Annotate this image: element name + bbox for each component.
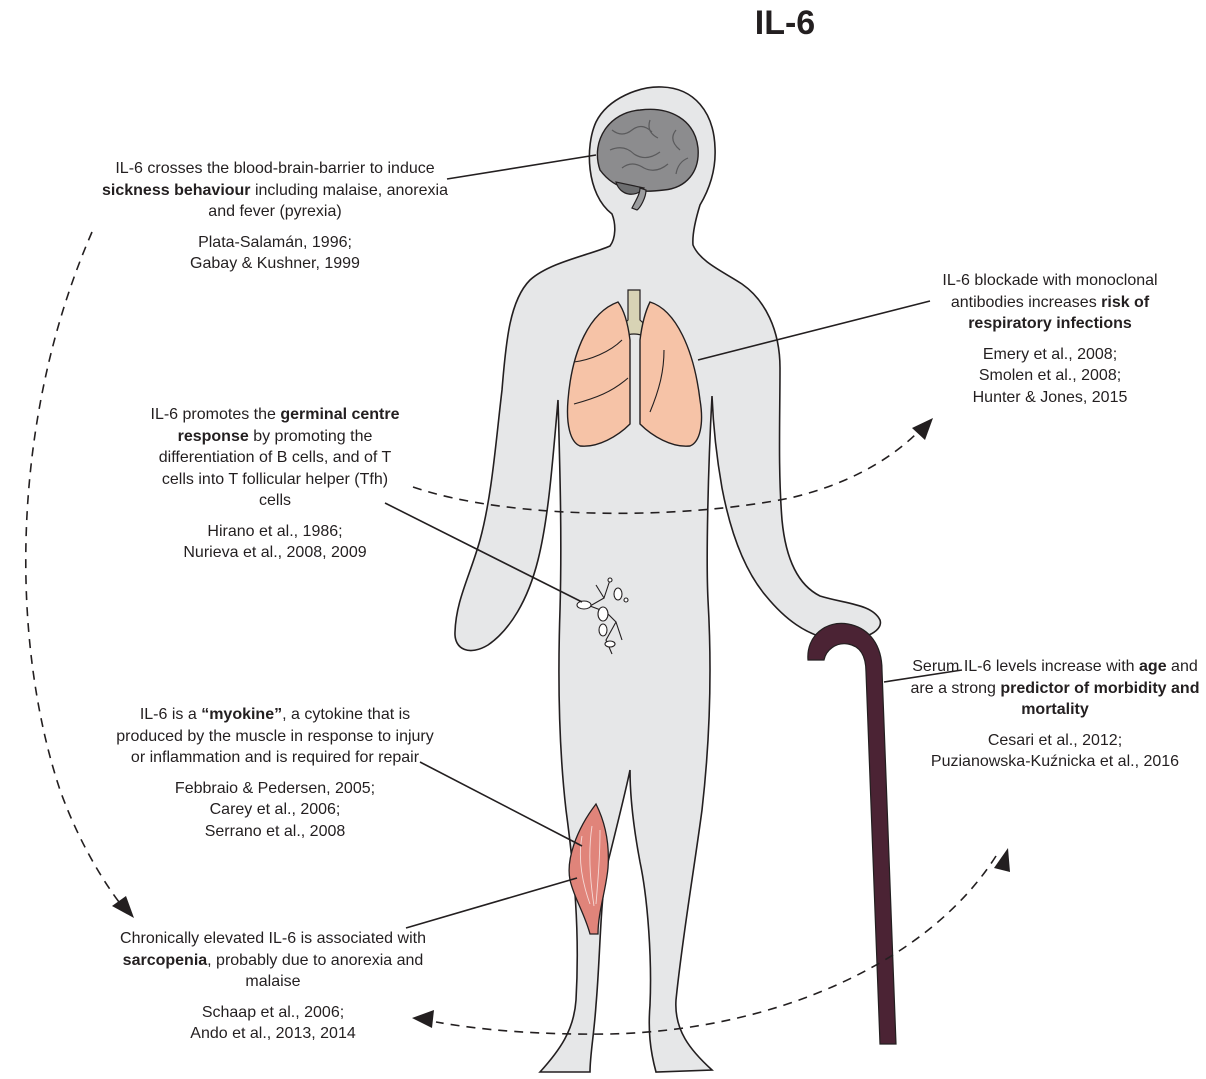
brain-callout-text: IL-6 crosses the blood-brain-barrier to …	[96, 158, 454, 223]
cane-shape	[808, 623, 896, 1044]
germinal-callout-text: IL-6 promotes the germinal centre respon…	[150, 404, 400, 512]
myokine-refs: Febbraio & Pedersen, 2005;Carey et al., …	[110, 778, 440, 843]
brain-to-sarcopenia-arrow	[26, 232, 122, 906]
arrowhead-age	[994, 848, 1010, 872]
lungs-callout-text: IL-6 blockade with monoclonal antibodies…	[912, 270, 1188, 335]
germinal-callout: IL-6 promotes the germinal centre respon…	[150, 404, 400, 564]
brain-refs: Plata-Salamán, 1996;Gabay & Kushner, 199…	[96, 232, 454, 275]
age-callout: Serum IL-6 levels increase with age and …	[910, 656, 1200, 773]
myokine-callout-text: IL-6 is a “myokine”, a cytokine that is …	[110, 704, 440, 769]
lungs-callout: IL-6 blockade with monoclonal antibodies…	[912, 270, 1188, 408]
age-refs: Cesari et al., 2012;Puzianowska-Kuźnicka…	[910, 730, 1200, 773]
brain-leader-line	[447, 155, 596, 179]
sarcopenia-callout: Chronically elevated IL-6 is associated …	[110, 928, 436, 1045]
brain-shape	[597, 109, 698, 191]
age-callout-text: Serum IL-6 levels increase with age and …	[910, 656, 1200, 721]
arrowhead-sarcopenia-upper	[112, 896, 134, 918]
sarcopenia-leader-line	[406, 878, 577, 928]
arrowhead-lungs	[912, 418, 933, 440]
sarcopenia-refs: Schaap et al., 2006;Ando et al., 2013, 2…	[110, 1002, 436, 1045]
age-to-sarcopenia-arrow	[436, 856, 996, 1034]
myokine-leader-line	[420, 762, 582, 846]
sarcopenia-callout-text: Chronically elevated IL-6 is associated …	[110, 928, 436, 993]
germinal-refs: Hirano et al., 1986;Nurieva et al., 2008…	[150, 521, 400, 564]
diagram-title: IL-6	[700, 4, 870, 43]
brain-callout: IL-6 crosses the blood-brain-barrier to …	[96, 158, 454, 275]
body-silhouette	[455, 87, 880, 1072]
lungs-refs: Emery et al., 2008;Smolen et al., 2008;H…	[912, 344, 1188, 409]
myokine-callout: IL-6 is a “myokine”, a cytokine that is …	[110, 704, 440, 842]
